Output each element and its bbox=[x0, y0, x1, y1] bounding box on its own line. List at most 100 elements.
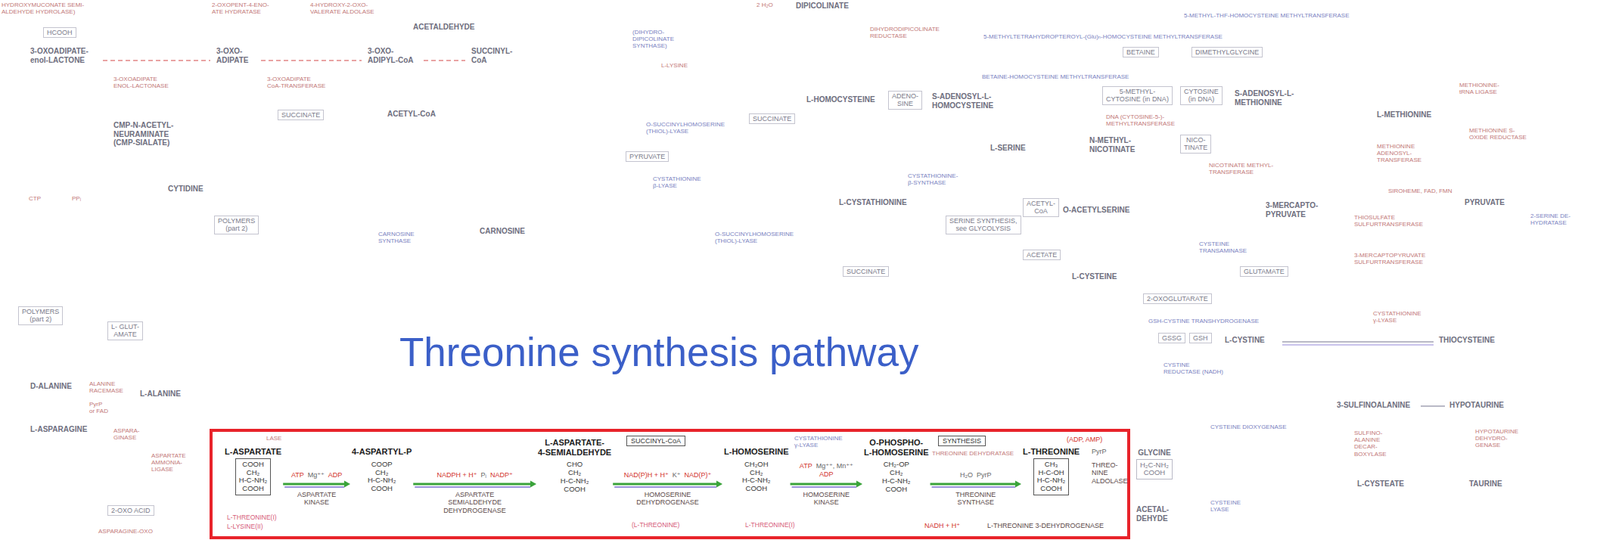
compound-box: DIMETHYLGLYCINE bbox=[1191, 46, 1263, 58]
reaction-line bbox=[413, 483, 532, 486]
compound-name: ACETAL- DEHYDE bbox=[1136, 505, 1169, 523]
compound-name: L-ASPARTATE bbox=[224, 447, 282, 457]
compound-box: GLUTAMATE bbox=[1239, 266, 1289, 277]
enzyme-name: METHIONINE ADENOSYL- TRANSFERASE bbox=[1376, 142, 1422, 165]
structure-formula: H₂C-NH₂ COOH bbox=[1136, 459, 1173, 481]
compound-name: L-CYSTATHIONINE bbox=[838, 198, 908, 208]
compound-name: L-SERINE bbox=[990, 143, 1026, 153]
enzyme-group: HOMOSERINE KINASE bbox=[792, 490, 861, 507]
enzyme-name: L-THREONINE 3-DEHYDROGENASE bbox=[987, 521, 1104, 530]
faded-reaction-line bbox=[260, 59, 362, 62]
cofactor-label: ADP bbox=[819, 470, 834, 479]
reaction-line-shadow bbox=[792, 486, 857, 488]
reaction-line-shadow bbox=[614, 486, 717, 488]
compound-name: DIPICOLINATE bbox=[795, 1, 849, 11]
compound-box: POLYMERS (part 2) bbox=[214, 215, 259, 235]
compound-name: L-METHIONINE bbox=[1376, 110, 1432, 120]
compound-name: S-ADENOSYL-L- HOMOCYSTEINE bbox=[932, 92, 994, 110]
reaction-arrow bbox=[612, 481, 723, 488]
box-label: SUCCINATE bbox=[752, 114, 792, 123]
arrow-head bbox=[856, 481, 863, 488]
enzyme-name: PyrP or FAD bbox=[89, 400, 109, 415]
faded-reaction-line bbox=[1282, 344, 1434, 346]
box-label: SUCCINYL-CoA bbox=[630, 437, 681, 445]
compound-node: L-HOMOSERINECH₂OH CH₂ H-C-NH₂ COOH bbox=[723, 447, 790, 496]
compound-name: ACETYL-CoA bbox=[387, 109, 436, 119]
enzyme-name: DIHYDRODIPICOLINATE REDUCTASE bbox=[869, 25, 940, 40]
compound-box: HCOOH bbox=[43, 27, 77, 38]
enzyme-name: CYSTEINE TRANSAMINASE bbox=[1199, 240, 1247, 255]
enzyme-name: SULFINO- ALANINE DECAR- BOXYLASE bbox=[1354, 429, 1387, 458]
enzyme-name: 5-METHYLTETRAHYDROPTEROYL-(Glu)ₙ-HOMOCYS… bbox=[983, 33, 1223, 41]
enzyme-name: METHIONINE- tRNA LIGASE bbox=[1459, 81, 1500, 96]
enzyme-name: CYSTEINE LYASE bbox=[1210, 499, 1241, 513]
enzyme-name: ALANINE RACEMASE bbox=[89, 380, 124, 395]
box-label: BETAINE bbox=[1126, 48, 1156, 56]
box-label: ACETYL- CoA bbox=[1026, 199, 1056, 216]
compound-name: D-ALANINE bbox=[30, 382, 72, 392]
arrow-head bbox=[530, 481, 537, 488]
reaction-line-shadow bbox=[284, 486, 345, 488]
enzyme-name: 2-OXOPENT-4-ENO- ATE HYDRATASE bbox=[211, 1, 270, 16]
enzyme-name: CARNOSINE SYNTHASE bbox=[378, 230, 415, 245]
cofactor-label: Mg⁺⁺ bbox=[307, 471, 325, 479]
enzyme-name: HYDROXYMUCONATE SEMI- ALDEHYDE HYDROLASE… bbox=[1, 1, 84, 16]
enzyme-name: CYSTEINE DIOXYGENASE bbox=[1210, 423, 1287, 431]
box-label: POLYMERS (part 2) bbox=[217, 217, 255, 234]
compound-name: L-ASPARTATE- 4-SEMIALDEHYDE bbox=[537, 438, 612, 457]
enzyme-name: GSH-CYSTINE TRANSHYDROGENASE bbox=[1148, 317, 1259, 325]
box-label: GLUTAMATE bbox=[1243, 267, 1285, 276]
cofactor-label: NADH + H⁺ bbox=[924, 521, 960, 530]
compound-box: SUCCINYL-CoA bbox=[626, 435, 686, 447]
structure-formula: CHO CH₂ H-C-NH₂ COOH bbox=[556, 458, 593, 497]
box-label: CYTOSINE (in DNA) bbox=[1183, 87, 1219, 104]
compound-name: 3-OXOADIPATE- enol-LACTONE bbox=[30, 46, 89, 65]
compound-box: ADENO- SINE bbox=[888, 90, 923, 110]
reaction-line-shadow bbox=[414, 486, 531, 488]
compound-name: L-ASPARAGINE bbox=[30, 425, 87, 435]
compound-name: SUCCINYL- CoA bbox=[471, 46, 513, 65]
box-label: GSH bbox=[1193, 334, 1209, 342]
compound-box: GSH bbox=[1189, 332, 1212, 344]
compound-box: NICO- TINATE bbox=[1180, 134, 1212, 154]
box-label: PYRUVATE bbox=[629, 152, 665, 161]
box-label: ACETATE bbox=[1026, 251, 1057, 259]
compound-name: L-THREONINE bbox=[1022, 447, 1080, 457]
box-label: SERINE SYNTHESIS, see GLYCOLYSIS bbox=[949, 217, 1018, 234]
enzyme-name: DNA (CYTOSINE-5-)- METHYLTRANSFERASE bbox=[1106, 113, 1175, 128]
compound-name: 4-ASPARTYL-P bbox=[351, 447, 412, 457]
cofactor-label: Mg⁺⁺, Mn⁺⁺ bbox=[816, 462, 854, 470]
enzyme-name: CYSTATHIONINE γ-LYASE bbox=[1373, 310, 1422, 324]
compound-box: ACETATE bbox=[1022, 249, 1061, 261]
compound-box: 2-OXOGLUTARATE bbox=[1143, 293, 1212, 305]
compound-box: ACETYL- CoA bbox=[1022, 198, 1060, 218]
enzyme-name: HYPOTAURINE DEHYDRO- GENASE bbox=[1475, 428, 1519, 450]
box-label: SUCCINATE bbox=[281, 111, 320, 119]
box-label: GSSG bbox=[1161, 334, 1182, 342]
compound-name: L-HOMOSERINE bbox=[723, 447, 790, 457]
enzyme-name: 4-HYDROXY-2-OXO- VALERATE ALDOLASE bbox=[310, 1, 375, 16]
compound-name: S-ADENOSYL-L- METHIONINE bbox=[1234, 89, 1294, 107]
compound-box: SUCCINATE bbox=[277, 109, 324, 121]
compound-name: PYRUVATE bbox=[1464, 198, 1505, 208]
compound-name: 3-SULFINOALANINE bbox=[1336, 400, 1411, 411]
faded-reaction-line bbox=[1282, 341, 1434, 343]
cofactor-label: (ADP, AMP) bbox=[1066, 435, 1103, 444]
reaction-arrow bbox=[413, 481, 537, 488]
reaction-arrow bbox=[930, 481, 1022, 488]
reaction-arrow bbox=[790, 481, 863, 488]
cofactor-label: ATP bbox=[291, 471, 305, 479]
compound-name: N-METHYL- NICOTINATE bbox=[1089, 136, 1135, 154]
compound-box: SUCCINATE bbox=[748, 113, 796, 125]
enzyme-name: THREONINE DEHYDRATASE bbox=[932, 450, 1014, 457]
compound-box: PYRUVATE bbox=[625, 151, 669, 162]
cofactor-label: PyrP bbox=[1091, 447, 1107, 456]
compound-name: GLYCINE bbox=[1137, 448, 1172, 458]
reaction-line bbox=[282, 483, 345, 486]
enzyme-name: ASPARA- GINASE bbox=[113, 427, 140, 442]
box-label: HCOOH bbox=[46, 28, 73, 37]
enzyme-name: CYSTINE REDUCTASE (NADH) bbox=[1163, 361, 1224, 376]
compound-box: GSSG bbox=[1158, 332, 1186, 344]
compound-name: O-ACETYLSERINE bbox=[1062, 205, 1130, 215]
